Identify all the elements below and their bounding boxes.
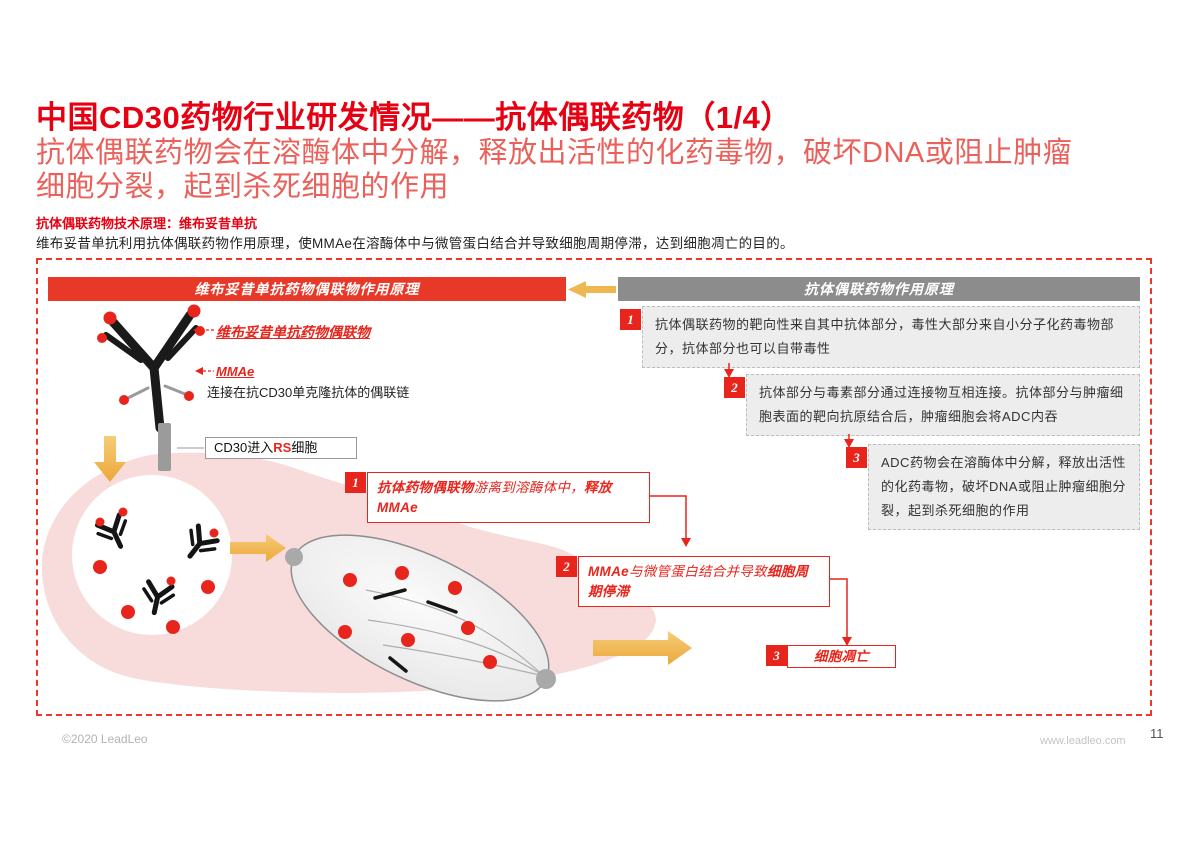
centrosome-left <box>285 548 303 566</box>
left-panel-header: 维布妥昔单抗药物偶联物作用原理 <box>48 277 566 301</box>
section-label: 抗体偶联药物技术原理：维布妥昔单抗 <box>36 216 258 231</box>
right-step-1-box: 抗体偶联药物的靶向性来自其中抗体部分，毒性大部分来自小分子化药毒物部分，抗体部分… <box>642 306 1140 369</box>
chromosomes <box>373 588 458 673</box>
mid-step-2-bold: MMAe <box>588 564 629 579</box>
mid-step-3-badge: 3 <box>766 645 787 666</box>
antibody-small-icon <box>94 512 220 616</box>
mmae-payload-dots <box>93 507 219 634</box>
right-step-2-box: 抗体部分与毒素部分通过连接物互相连接。抗体部分与肿瘤细胞表面的靶向抗原结合后，肿… <box>746 374 1140 437</box>
arrow-down-icon <box>94 436 126 482</box>
conjugate-label: 维布妥昔单抗药物偶联物 <box>216 324 370 340</box>
mid-step-1-text: 游离到溶酶体中， <box>473 480 585 495</box>
lysosome-vesicle <box>72 475 232 635</box>
linker-label: 连接在抗CD30单克隆抗体的偶联链 <box>207 385 410 400</box>
mid-step-1-box: 抗体药物偶联物游离到溶酶体中，释放MMAe <box>367 472 650 524</box>
arrow-right-icon <box>230 534 286 562</box>
section-description: 维布妥昔单抗利用抗体偶联药物作用原理，使MMAe在溶酶体中与微管蛋白结合并导致细… <box>36 236 794 251</box>
right-step-3-box: ADC药物会在溶酶体中分解，释放出活性的化药毒物，破坏DNA或阻止肿瘤细胞分裂，… <box>868 444 1140 531</box>
page-number: 11 <box>1150 726 1164 741</box>
mmae-dots-in-cell <box>338 566 497 669</box>
mid-step-2-box: MMAe与微管蛋白结合并导致细胞周期停滞 <box>578 556 830 608</box>
mitotic-cell <box>285 534 556 702</box>
mid-step-1-bold2: 释放MMAe <box>377 480 612 515</box>
cd30-receptor-icon <box>158 423 171 471</box>
cd30-text: CD30进入 <box>214 440 274 455</box>
right-step-3-badge: 3 <box>846 447 867 468</box>
footer-copyright: ©2020 LeadLeo <box>62 732 148 746</box>
arrow-left-icon <box>568 281 616 298</box>
cell-exit-arrow-icon <box>593 631 692 665</box>
cd30-entry-label: CD30进入RS细胞 <box>205 437 357 459</box>
adc-antibody-icon <box>97 304 205 433</box>
mid-step-2-badge: 2 <box>556 556 577 577</box>
centrosome-right <box>536 669 556 689</box>
mechanism-illustration <box>41 304 692 702</box>
page-subtitle: 抗体偶联药物会在溶酶体中分解，释放出活性的化药毒物，破坏DNA或阻止肿瘤细胞分裂… <box>36 137 1073 203</box>
mmae-label: MMAe <box>216 364 255 379</box>
mid-step-3-box: 细胞凋亡 <box>787 645 896 668</box>
mid-step-2-bold2: 细胞周期停滞 <box>588 564 809 599</box>
right-step-2-badge: 2 <box>724 377 745 398</box>
cd30-text-suffix: 细胞 <box>291 440 318 455</box>
footer-website: www.leadleo.com <box>1040 735 1126 747</box>
right-step-1-badge: 1 <box>620 309 641 330</box>
rs-highlight: RS <box>273 440 292 455</box>
mid-step-1-bold: 抗体药物偶联物 <box>377 480 474 495</box>
right-panel-header: 抗体偶联药物作用原理 <box>618 277 1140 301</box>
mid-step-1-badge: 1 <box>345 472 366 493</box>
diagram-frame <box>36 258 1152 716</box>
page-title: 中国CD30药物行业研发情况——抗体偶联药物（1/4） <box>36 100 792 135</box>
mid-step-2-text: 与微管蛋白结合并导致 <box>628 564 767 579</box>
